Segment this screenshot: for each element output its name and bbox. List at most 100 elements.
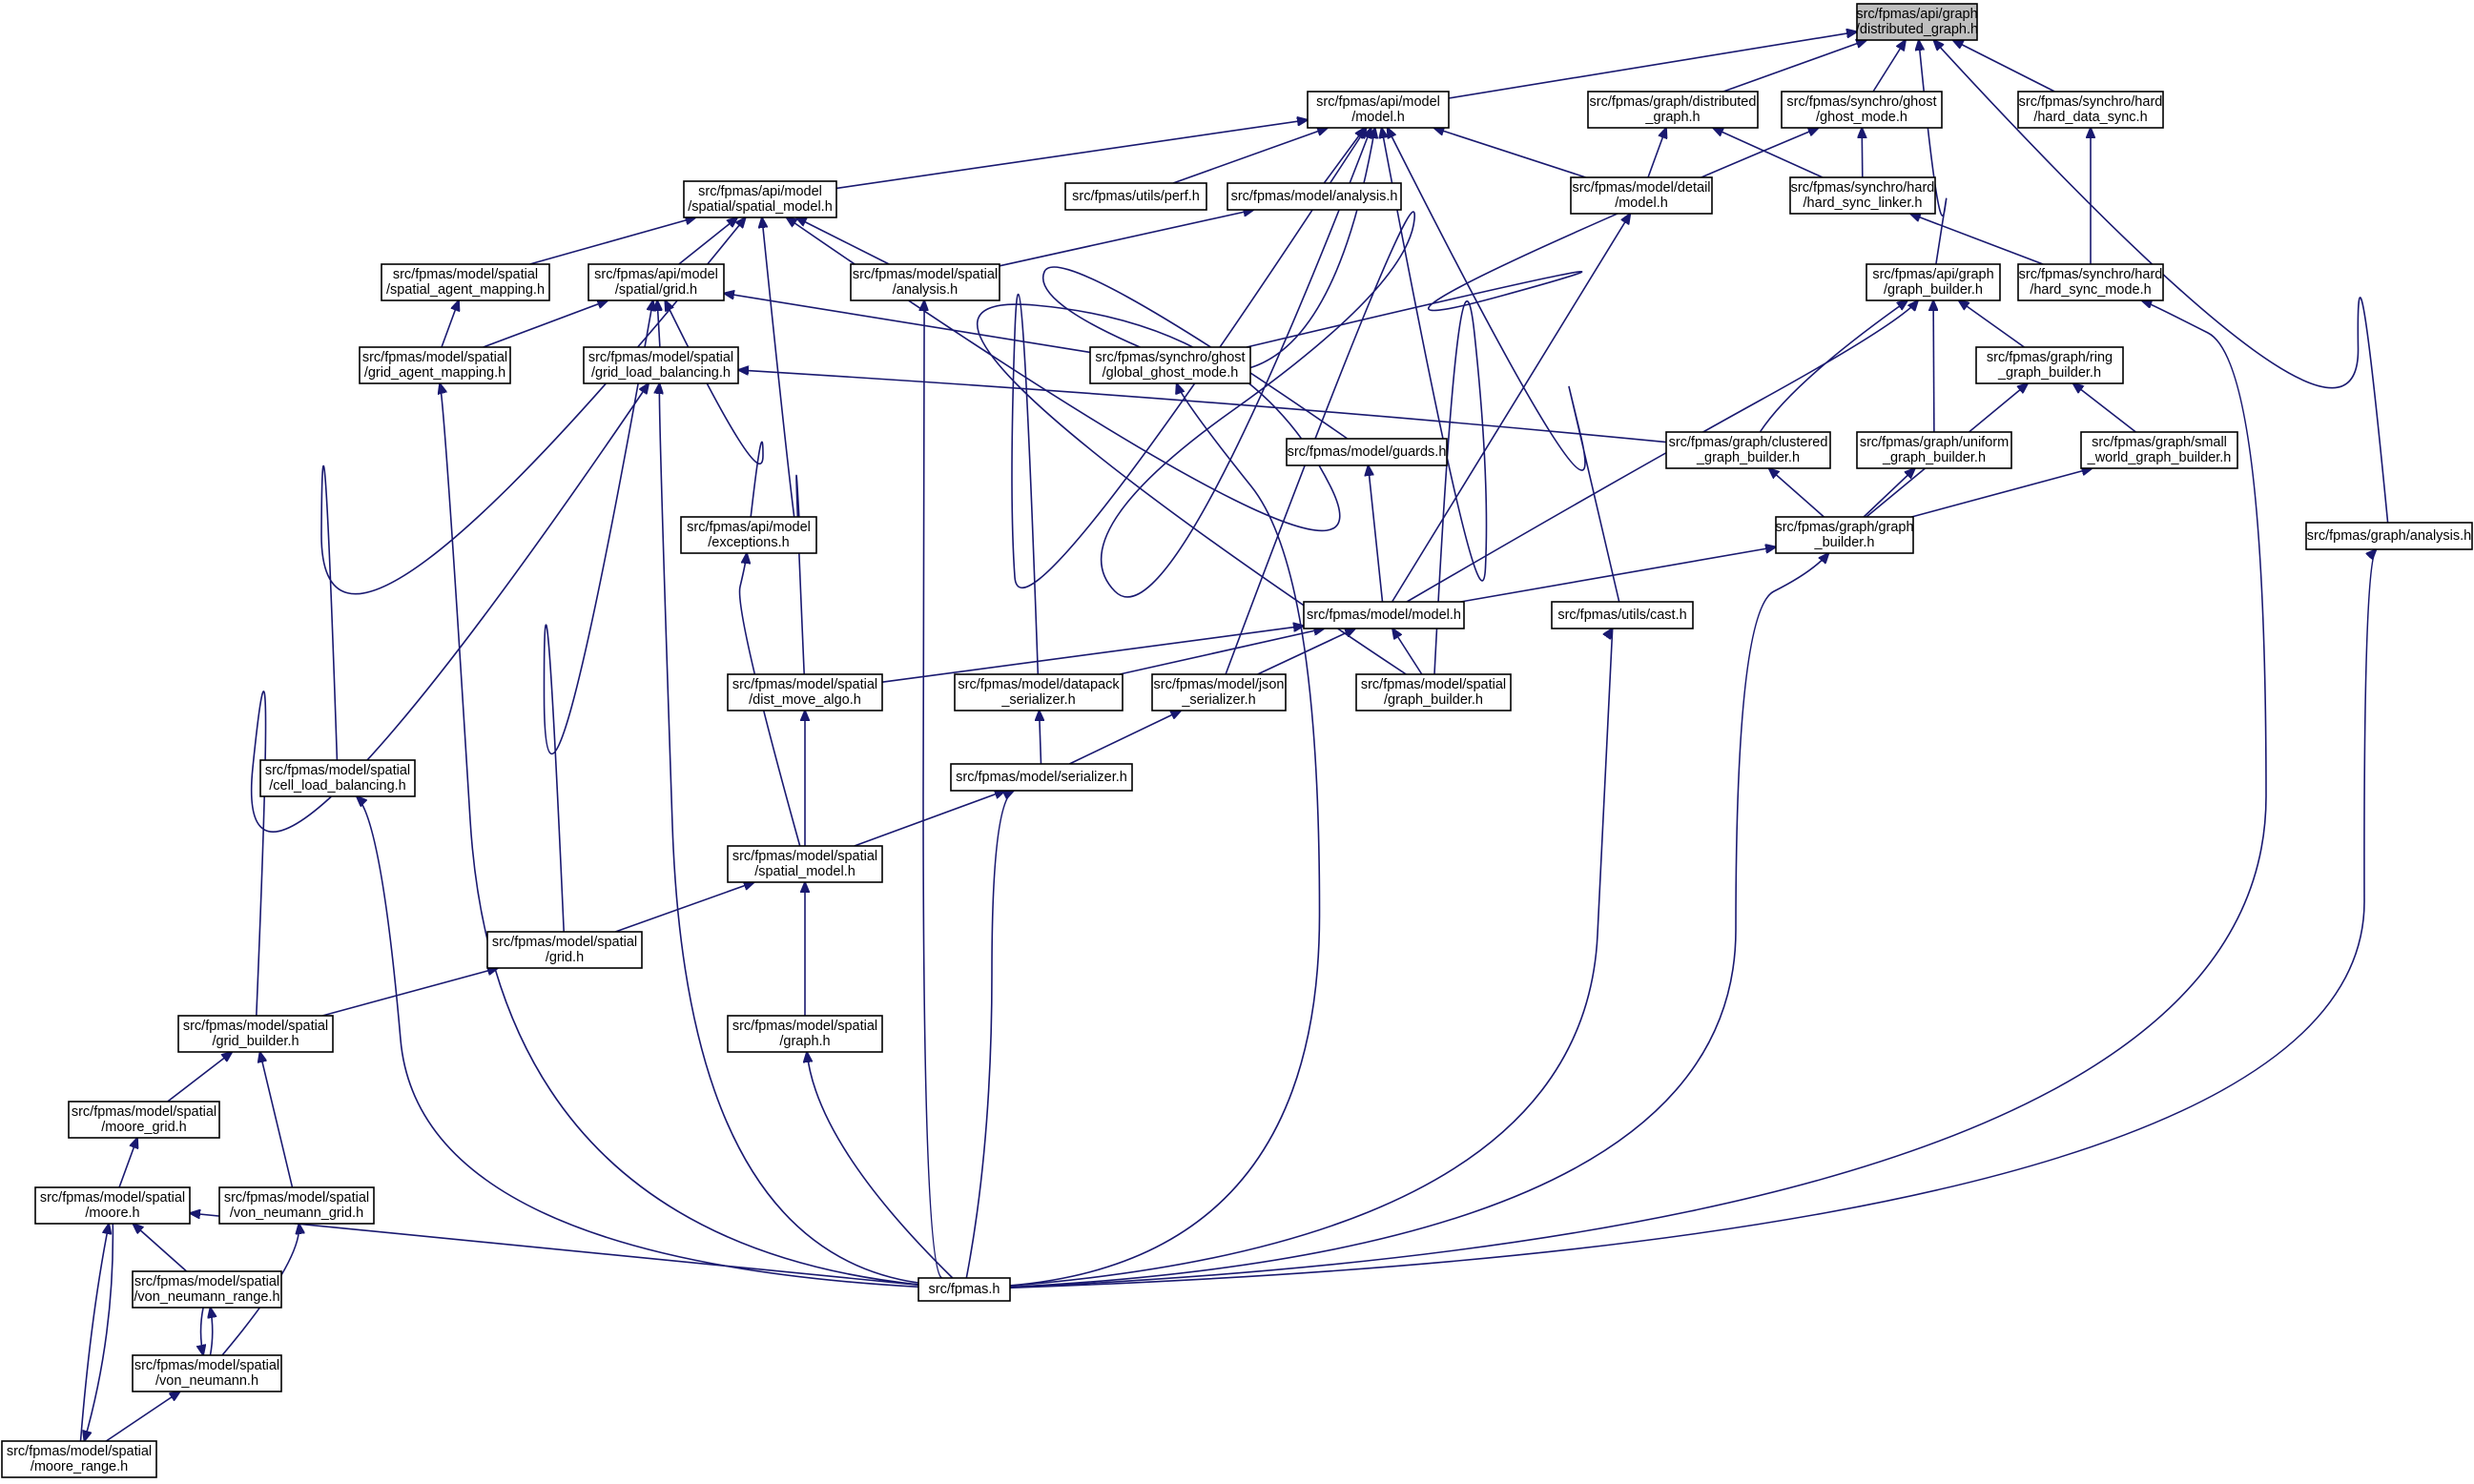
node-box: [727, 673, 883, 711]
node-api-spatial-model[interactable]: src/fpmas/api/model/spatial/spatial_mode…: [683, 180, 837, 218]
node-box: [1587, 91, 1759, 129]
dependency-edge-global_ghost_mode-to-synchro_ghost_mode: [1246, 128, 1819, 348]
node-spatial-graph[interactable]: src/fpmas/model/spatial/graph.h: [727, 1015, 883, 1053]
dependency-edge-model_serializer-to-json_serializer: [1068, 711, 1181, 765]
node-model-model[interactable]: src/fpmas/model/model.h: [1303, 601, 1465, 629]
node-label-line: /hard_data_sync.h: [2033, 110, 2147, 125]
node-label-line: src/fpmas/api/model: [594, 267, 718, 282]
node-model-detail-model[interactable]: src/fpmas/model/detail/model.h: [1570, 176, 1713, 215]
node-box: [1551, 601, 1694, 629]
node-model-analysis[interactable]: src/fpmas/model/analysis.h: [1227, 182, 1402, 211]
node-label-line: src/fpmas.h: [929, 1282, 1000, 1297]
node-cell-load-balancing[interactable]: src/fpmas/model/spatial/cell_load_balanc…: [259, 759, 416, 797]
node-von-neumann-grid[interactable]: src/fpmas/model/spatial/von_neumann_grid…: [218, 1186, 375, 1225]
dependency-edge-moore-to-moore_range: [84, 1223, 114, 1441]
node-label-line: src/fpmas/utils/cast.h: [1557, 608, 1686, 623]
node-api-exceptions[interactable]: src/fpmas/api/model/exceptions.h: [680, 516, 817, 554]
node-label-line: _serializer.h: [1181, 692, 1255, 708]
node-box: [1286, 438, 1448, 466]
node-moore-grid[interactable]: src/fpmas/model/spatial/moore_grid.h: [68, 1101, 220, 1139]
node-small-world-graph-builder[interactable]: src/fpmas/graph/small_world_graph_builde…: [2080, 431, 2238, 469]
node-label-line: src/fpmas/synchro/hard: [2019, 267, 2163, 282]
node-utils-cast[interactable]: src/fpmas/utils/cast.h: [1551, 601, 1694, 629]
node-model-spatial-model[interactable]: src/fpmas/model/spatial/spatial_model.h: [727, 845, 883, 883]
node-label-line: /model.h: [1351, 110, 1405, 125]
dependency-edge-clustered_graph_builder-to-api_graph_builder: [1759, 300, 1907, 433]
node-spatial-graph-builder[interactable]: src/fpmas/model/spatial/graph_builder.h: [1355, 673, 1512, 711]
node-label-line: src/fpmas/model/analysis.h: [1231, 189, 1398, 204]
dependency-edge-graph_analysis-to-distributed_graph_api: [1933, 40, 2389, 524]
node-spatial-agent-mapping[interactable]: src/fpmas/model/spatial/spatial_agent_ma…: [381, 263, 550, 301]
node-uniform-graph-builder[interactable]: src/fpmas/graph/uniform_graph_builder.h: [1856, 431, 2012, 469]
node-label-line: src/fpmas/graph/graph: [1775, 520, 1913, 535]
node-graph-analysis[interactable]: src/fpmas/graph/analysis.h: [2305, 522, 2473, 550]
dependency-edge-synchro_hard_data_sync-to-distributed_graph_api: [1953, 40, 2055, 93]
node-box: [1089, 346, 1251, 384]
node-box: [917, 1277, 1011, 1302]
node-spatial-grid[interactable]: src/fpmas/model/spatial/grid.h: [486, 931, 643, 969]
node-von-neumann-range[interactable]: src/fpmas/model/spatial/von_neumann_rang…: [132, 1270, 282, 1309]
node-spatial-analysis[interactable]: src/fpmas/model/spatial/analysis.h: [850, 263, 1000, 301]
node-synchro-hard-sync-mode[interactable]: src/fpmas/synchro/hard/hard_sync_mode.h: [2017, 263, 2164, 301]
node-box: [683, 180, 837, 218]
node-moore-range[interactable]: src/fpmas/model/spatial/moore_range.h: [1, 1440, 157, 1478]
node-moore[interactable]: src/fpmas/model/spatial/moore.h: [34, 1186, 191, 1225]
node-box: [680, 516, 817, 554]
node-von-neumann[interactable]: src/fpmas/model/spatial/von_neumann.h: [132, 1354, 282, 1392]
node-label-line: src/fpmas/model/model.h: [1307, 608, 1461, 623]
node-label-line: _graph_builder.h: [1882, 450, 1986, 465]
node-synchro-hard-data-sync[interactable]: src/fpmas/synchro/hard/hard_data_sync.h: [2017, 91, 2164, 129]
node-label-line: src/fpmas/model/spatial: [732, 1019, 877, 1034]
dependency-edge-grid_agent_mapping-to-api_spatial_grid: [483, 300, 608, 348]
node-model-guards[interactable]: src/fpmas/model/guards.h: [1286, 438, 1448, 466]
node-label-line: /grid_builder.h: [212, 1034, 299, 1049]
node-synchro-ghost-mode[interactable]: src/fpmas/synchro/ghost/ghost_mode.h: [1781, 91, 1943, 129]
dependency-edge-spatial_analysis-to-model_analysis: [999, 210, 1254, 267]
node-box: [2080, 431, 2238, 469]
dependency-edge-spatial_graph_builder-to-api_model: [1382, 128, 1488, 675]
node-datapack-serializer[interactable]: src/fpmas/model/datapack_serializer.h: [954, 673, 1124, 711]
node-api-spatial-grid[interactable]: src/fpmas/api/model/spatial/grid.h: [588, 263, 725, 301]
node-box: [727, 1015, 883, 1053]
node-model-serializer[interactable]: src/fpmas/model/serializer.h: [950, 763, 1133, 792]
node-synchro-hard-sync-linker[interactable]: src/fpmas/synchro/hard/hard_sync_linker.…: [1789, 176, 1936, 215]
node-box: [132, 1354, 282, 1392]
dependency-edge-fpmas-to-model_serializer: [965, 791, 1014, 1279]
node-graph-distributed-graph[interactable]: src/fpmas/graph/distributed_graph.h: [1587, 91, 1759, 129]
node-graph-graph-builder[interactable]: src/fpmas/graph/graph_builder.h: [1775, 516, 1914, 554]
node-label-line: src/fpmas/model/spatial: [224, 1190, 369, 1206]
dependency-edge-grid_load_balancing-to-api_spatial_grid: [657, 300, 660, 348]
node-fpmas[interactable]: src/fpmas.h: [917, 1277, 1011, 1302]
node-box: [727, 845, 883, 883]
node-grid-load-balancing[interactable]: src/fpmas/model/spatial/grid_load_balanc…: [583, 346, 739, 384]
node-spatial-grid-builder[interactable]: src/fpmas/model/spatial/grid_builder.h: [177, 1015, 334, 1053]
node-json-serializer[interactable]: src/fpmas/model/json_serializer.h: [1151, 673, 1287, 711]
node-box: [1303, 601, 1465, 629]
dependency-edge-fpmas-to-grid_agent_mapping: [440, 383, 919, 1286]
node-global-ghost-mode[interactable]: src/fpmas/synchro/ghost/global_ghost_mod…: [1089, 346, 1251, 384]
node-label-line: /ghost_mode.h: [1816, 110, 1907, 125]
node-label-line: src/fpmas/model/spatial: [183, 1019, 328, 1034]
node-ring-graph-builder[interactable]: src/fpmas/graph/ring_graph_builder.h: [1975, 346, 2124, 384]
node-label-line: src/fpmas/model/spatial: [492, 935, 637, 950]
node-dist-move-algo[interactable]: src/fpmas/model/spatial/dist_move_algo.h: [727, 673, 883, 711]
dependency-edge-datapack_serializer-to-model_model: [1119, 629, 1325, 675]
node-utils-perf[interactable]: src/fpmas/utils/perf.h: [1064, 182, 1207, 211]
node-clustered-graph-builder[interactable]: src/fpmas/graph/clustered_graph_builder.…: [1665, 431, 1831, 469]
dependency-edge-model_detail_model-to-graph_distributed_graph: [1647, 128, 1666, 178]
dependency-edge-cell_load_balancing-to-api_spatial_model: [320, 217, 746, 761]
dependency-edge-spatial_analysis-to-api_spatial_model: [796, 217, 890, 265]
node-api-graph-builder[interactable]: src/fpmas/api/graph/graph_builder.h: [1866, 263, 2001, 301]
node-label-line: _serializer.h: [1000, 692, 1075, 708]
dependency-edge-model_serializer-to-datapack_serializer: [1040, 711, 1041, 765]
node-api-model[interactable]: src/fpmas/api/model/model.h: [1307, 91, 1450, 129]
node-label-line: src/fpmas/model/datapack: [958, 677, 1120, 692]
node-label-line: src/fpmas/api/model: [687, 520, 811, 535]
node-box: [259, 759, 416, 797]
dependency-edge-spatial_graph_builder-to-model_model: [1392, 629, 1423, 675]
node-box: [1975, 346, 2124, 384]
dependency-edge-von_neumann_grid-to-spatial_grid_builder: [260, 1052, 294, 1188]
node-grid-agent-mapping[interactable]: src/fpmas/model/spatial/grid_agent_mappi…: [359, 346, 511, 384]
node-label-line: /distributed_graph.h: [1856, 22, 1978, 37]
